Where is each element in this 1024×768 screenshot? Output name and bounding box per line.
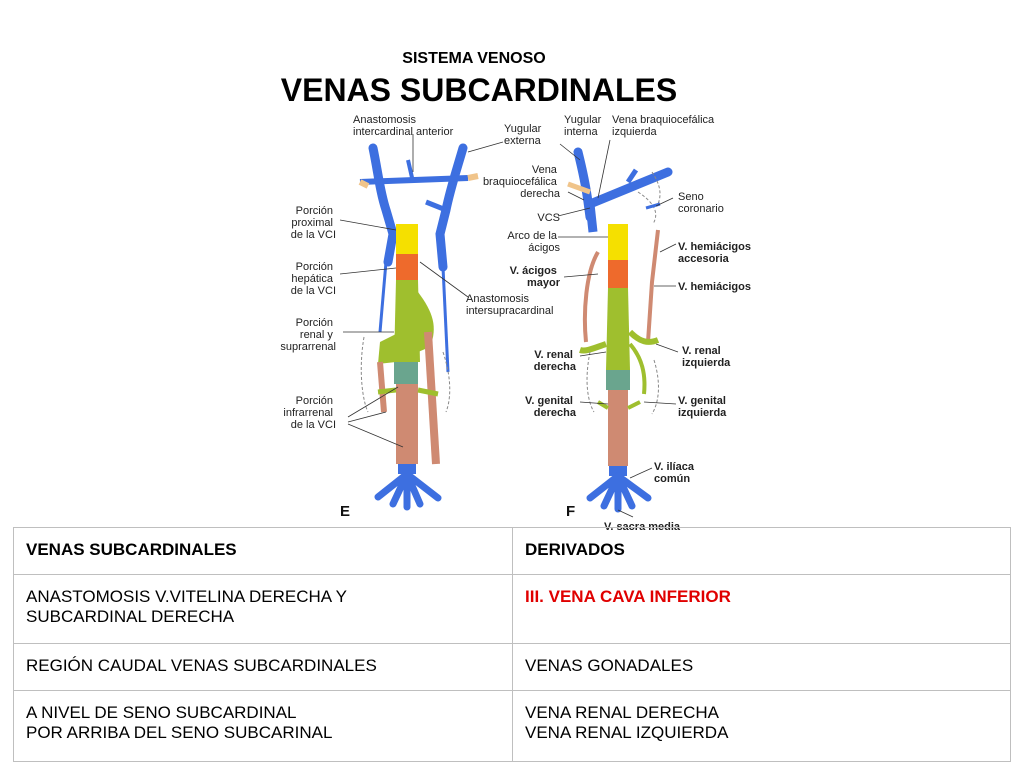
label-braquiocefalica-derecha: Vena braquiocefálica derecha <box>483 164 561 200</box>
cell-line-highlight: III. VENA CAVA INFERIOR <box>525 587 731 606</box>
panel-f: F Yugular interna Vena braquiocefálica i… <box>483 114 754 533</box>
cell-line: POR ARRIBA DEL SENO SUBCARINAL <box>26 723 333 742</box>
panel-e: E Anastomosis intercardinal anterior Por… <box>280 114 553 520</box>
label-renal-derecha: V. renal derecha <box>534 349 577 373</box>
label-arco-acigos: Arco de la ácigos <box>507 230 560 254</box>
label-porcion-proximal: Porción proximal de la VCI <box>291 205 336 241</box>
table-cell: VENA RENAL DERECHA VENA RENAL IZQUIERDA <box>512 690 1011 762</box>
header-cell-venas: VENAS SUBCARDINALES <box>13 527 513 575</box>
label-porcion-renal: Porción renal y suprarrenal <box>280 317 336 353</box>
label-yugular-interna: Yugular interna <box>564 114 604 138</box>
table-row: ANASTOMOSIS V.VITELINA DERECHA Y SUBCARD… <box>13 574 1011 644</box>
label-genital-derecha: V. genital derecha <box>525 395 577 419</box>
label-porcion-infrarrenal: Porción infrarrenal de la VCI <box>283 395 336 431</box>
table-cell: III. VENA CAVA INFERIOR <box>512 574 1011 644</box>
label-genital-izquierda: V. genital izquierda <box>678 395 729 419</box>
label-iliaca-comun: V. ilíaca común <box>654 461 697 485</box>
subtitle-text: SISTEMA VENOSO <box>402 50 546 67</box>
label-vcs: VCS <box>537 212 560 224</box>
label-anastomosis-intersupracardinal: Anastomosis intersupracardinal <box>466 293 553 317</box>
cell-line: SUBCARDINAL DERECHA <box>26 607 235 626</box>
label-renal-izquierda: V. renal izquierda <box>682 345 731 369</box>
table-header-row: VENAS SUBCARDINALES DERIVADOS <box>13 527 1011 575</box>
porcion-infrarrenal-segment <box>396 384 418 464</box>
cell-line: REGIÓN CAUDAL VENAS SUBCARDINALES <box>26 656 377 675</box>
slide-title: VENAS SUBCARDINALES <box>0 72 1024 109</box>
cell-line: VENAS GONADALES <box>525 656 694 675</box>
porcion-proximal-segment <box>396 224 418 254</box>
derivatives-table: VENAS SUBCARDINALES DERIVADOS ANASTOMOSI… <box>13 527 1011 762</box>
table-cell: ANASTOMOSIS V.VITELINA DERECHA Y SUBCARD… <box>13 574 513 644</box>
table-cell: A NIVEL DE SENO SUBCARDINAL POR ARRIBA D… <box>13 690 513 762</box>
table-row: REGIÓN CAUDAL VENAS SUBCARDINALES VENAS … <box>13 643 1011 691</box>
panel-letter-f: F <box>566 503 575 520</box>
cell-line: ANASTOMOSIS V.VITELINA DERECHA Y <box>26 587 347 606</box>
table-row: A NIVEL DE SENO SUBCARDINAL POR ARRIBA D… <box>13 690 1011 762</box>
panel-letter-e: E <box>340 503 350 520</box>
label-acigos-mayor: V. ácigos mayor <box>510 265 561 289</box>
porcion-hepatica-segment <box>396 254 418 280</box>
label-seno-coronario: Seno coronario <box>678 191 724 215</box>
label-hemiacigos-accesoria: V. hemiácigos accesoria <box>678 241 754 265</box>
figure-svg: E Anastomosis intercardinal anterior Por… <box>268 112 788 540</box>
cell-line: VENA RENAL DERECHA <box>525 703 719 722</box>
cell-line: A NIVEL DE SENO SUBCARDINAL <box>26 703 297 722</box>
label-yugular-externa: Yugular externa <box>504 123 544 147</box>
header-cell-derivados: DERIVADOS <box>512 527 1011 575</box>
table-cell: VENAS GONADALES <box>512 643 1011 691</box>
label-hemiacigos: V. hemiácigos <box>678 281 751 293</box>
title-text: VENAS SUBCARDINALES <box>280 72 678 108</box>
porcion-renal-segment <box>394 280 420 362</box>
table-cell: REGIÓN CAUDAL VENAS SUBCARDINALES <box>13 643 513 691</box>
label-porcion-hepatica: Porción hepática de la VCI <box>291 261 336 297</box>
venous-system-figure: E Anastomosis intercardinal anterior Por… <box>268 112 788 540</box>
slide-subtitle: SISTEMA VENOSO <box>0 50 1024 68</box>
label-anastomosis-anterior: Anastomosis intercardinal anterior <box>353 114 454 138</box>
label-braquiocefalica-izquierda: Vena braquiocefálica izquierda <box>612 114 717 138</box>
cell-line: VENA RENAL IZQUIERDA <box>525 723 729 742</box>
